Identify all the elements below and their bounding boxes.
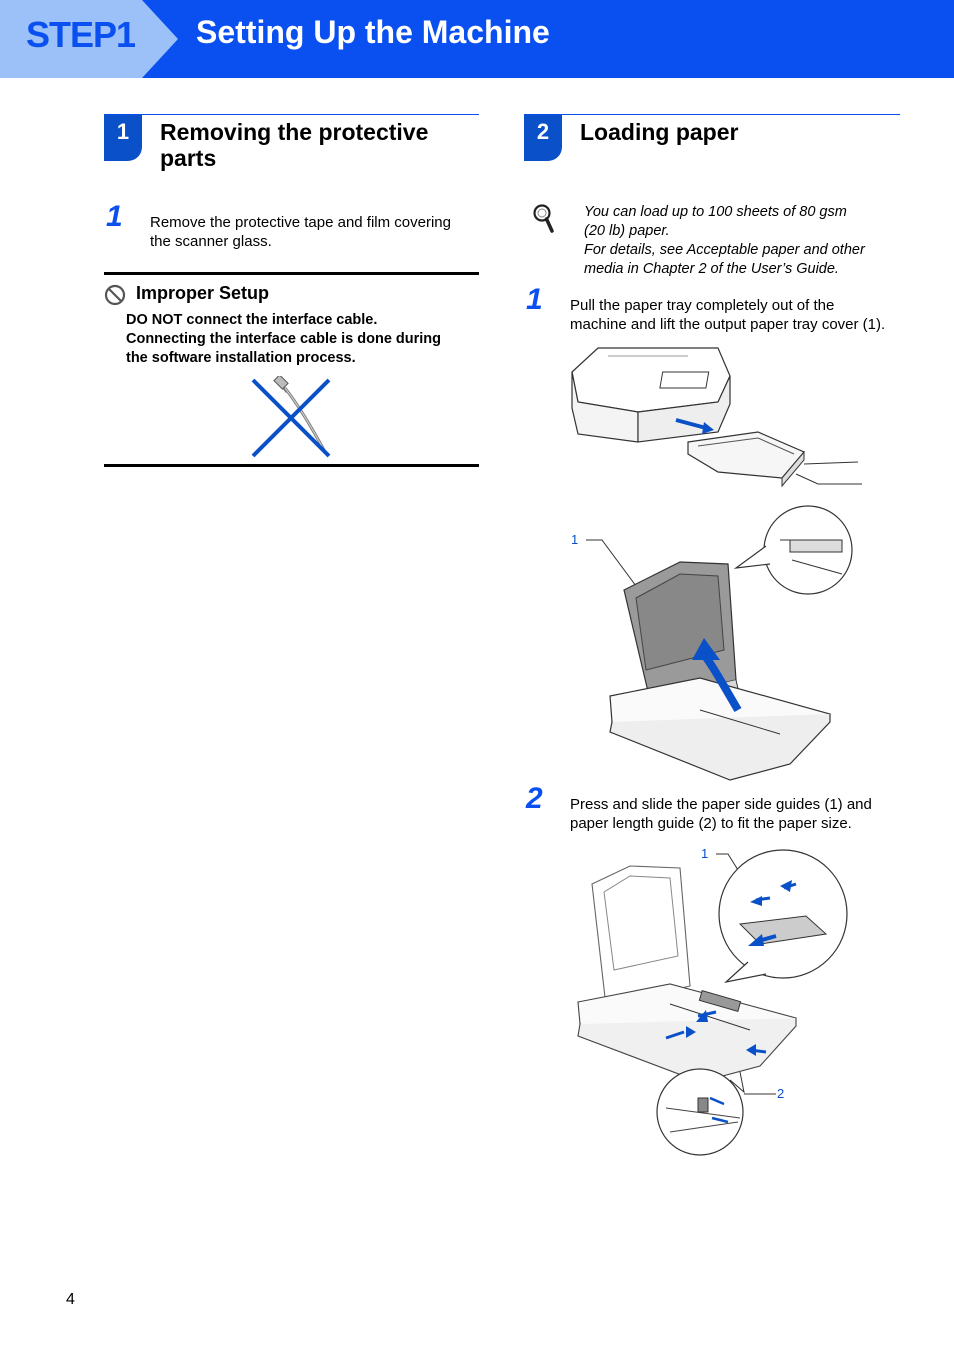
section-2-step-2-number: 2 — [526, 782, 543, 815]
section-2-step-2-line1: Press and slide the paper side guides (1… — [570, 796, 872, 813]
warning-title: Improper Setup — [136, 283, 270, 303]
length-guide-callout: 2 — [777, 1086, 785, 1101]
warning-line2: Connecting the interface cable is done d… — [126, 331, 442, 347]
paper-capacity-note: You can load up to 100 sheets of 80 gsm … — [584, 203, 904, 279]
prohibited-icon — [104, 284, 126, 306]
section-1-step-1-line1: Remove the protective tape and film cove… — [150, 214, 451, 231]
section-2-step-2-text: Press and slide the paper side guides (1… — [570, 795, 910, 833]
section-1-title-line2: parts — [160, 145, 217, 171]
step-tab-shape — [0, 0, 178, 78]
side-guides-callout: 1 — [701, 846, 709, 861]
printer-pull-tray-illustration — [571, 347, 862, 488]
section-2-step-1-number: 1 — [526, 283, 543, 316]
warning-line1: DO NOT connect the interface cable. — [126, 312, 378, 328]
section-2-heading: 2 Loading paper — [524, 114, 900, 165]
section-2-title: Loading paper — [580, 119, 739, 145]
magnifier-note-icon — [533, 204, 554, 233]
lift-tray-cover-illustration — [586, 505, 853, 781]
warning-body: DO NOT connect the interface cable. Conn… — [126, 311, 478, 368]
note-line4: media in Chapter 2 of the User’s Guide. — [584, 261, 839, 277]
paper-guides-illustration — [577, 849, 848, 1156]
section-1-heading: 1 Removing the protective parts — [104, 114, 479, 171]
note-line1: You can load up to 100 sheets of 80 gsm — [584, 204, 847, 220]
section-2-number: 2 — [524, 115, 562, 161]
page-title: Setting Up the Machine — [196, 14, 550, 50]
step-label: STEP1 — [26, 14, 136, 55]
section-1-step-1-number: 1 — [106, 200, 123, 233]
crossed-cable-illustration — [251, 376, 331, 458]
page-number: 4 — [66, 1291, 75, 1308]
note-line3: For details, see Acceptable paper and ot… — [584, 242, 865, 258]
improper-setup-warning: Improper Setup DO NOT connect the interf… — [104, 272, 479, 467]
output-tray-cover-callout: 1 — [571, 532, 579, 547]
note-line2: (20 lb) paper. — [584, 223, 670, 239]
section-2-step-1-text: Pull the paper tray completely out of th… — [570, 296, 910, 334]
section-2-step-2-line2: paper length guide (2) to fit the paper … — [570, 815, 852, 832]
section-2-step-1-line2: machine and lift the output paper tray c… — [570, 316, 886, 333]
warning-line3: the software installation process. — [126, 350, 356, 366]
section-1-step-1-text: Remove the protective tape and film cove… — [150, 213, 480, 251]
section-1-title-line1: Removing the protective — [160, 119, 429, 145]
section-1-step-1-line2: the scanner glass. — [150, 233, 272, 250]
section-1-number: 1 — [104, 115, 142, 161]
section-1-title: Removing the protective parts — [160, 119, 428, 171]
section-2-step-1-line1: Pull the paper tray completely out of th… — [570, 297, 835, 314]
